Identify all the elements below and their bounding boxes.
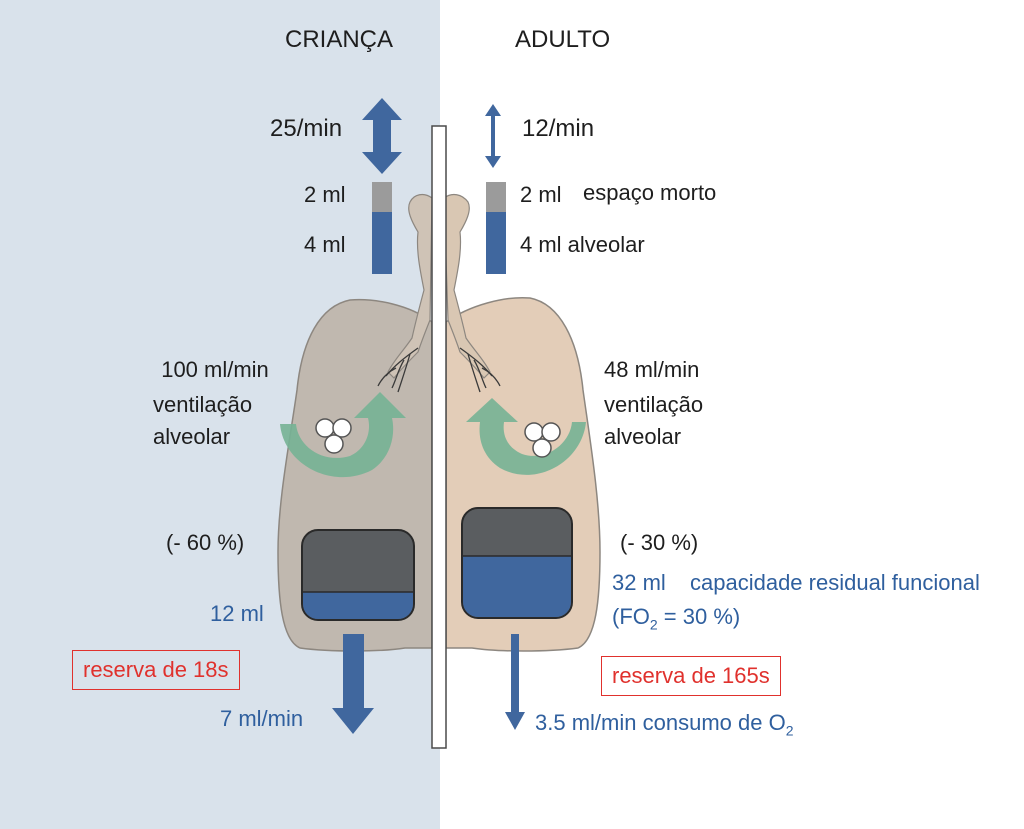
adult-alv-vent-line2: alveolar [604, 424, 682, 449]
adult-frc: 32 ml [612, 570, 666, 595]
child-reserve-badge: reserva de 18s [72, 650, 240, 691]
child-consumption: 7 ml/min [220, 706, 304, 731]
adult-alveolar: 4 ml alveolar [520, 232, 645, 257]
child-alv-vent-line1: ventilação [153, 392, 253, 417]
child-frc-delta: (- 60 %) [166, 530, 245, 555]
adult-resp-rate: 12/min [522, 115, 595, 142]
double-arrow-icon [485, 104, 501, 168]
divider [431, 125, 447, 749]
circular-arrow-icon [466, 398, 586, 475]
adult-alv-vent-line1: ventilação [604, 392, 704, 417]
adult-frc-label: capacidade residual funcional [690, 570, 980, 595]
adult-fo2: (FO2 = 30 %) [612, 604, 741, 633]
child-dead-space: 2 ml [304, 182, 346, 207]
alveoli-icon [524, 422, 561, 458]
down-arrow-icon [505, 634, 525, 730]
adult-dead-space: 2 ml [520, 182, 562, 207]
bronchi-right [459, 347, 501, 393]
double-arrow-icon [362, 98, 402, 174]
child-alveolar-bar [372, 212, 392, 274]
adult-frc-delta: (- 30 %) [620, 530, 699, 555]
down-arrow-icon [332, 634, 374, 734]
trachea-left [387, 193, 433, 379]
alveoli-icon [315, 418, 352, 454]
child-alveolar: 4 ml [304, 232, 346, 257]
header-adult: ADULTO [515, 26, 611, 53]
adult-consumption: 3.5 ml/min consumo de O2 [535, 710, 794, 739]
adult-reserve-badge: reserva de 165s [601, 656, 781, 697]
adult-dead-space-bar [486, 182, 506, 212]
child-resp-rate: 25/min [270, 115, 343, 142]
adult-dead-space-label: espaço morto [583, 180, 717, 205]
header-child: CRIANÇA [285, 26, 394, 53]
child-alv-vent-line2: alveolar [153, 424, 231, 449]
trachea [443, 193, 491, 379]
adult-frc-fill [463, 556, 571, 617]
child-frc-fill [303, 592, 413, 619]
adult-alveolar-bar [486, 212, 506, 274]
child-alv-vent-value: 100 ml/min [161, 357, 269, 382]
bronchi-left [377, 347, 419, 393]
child-frc: 12 ml [210, 601, 264, 626]
adult-alv-vent-value: 48 ml/min [604, 357, 700, 382]
circular-arrow-icon [280, 392, 406, 478]
child-dead-space-bar [372, 182, 392, 212]
